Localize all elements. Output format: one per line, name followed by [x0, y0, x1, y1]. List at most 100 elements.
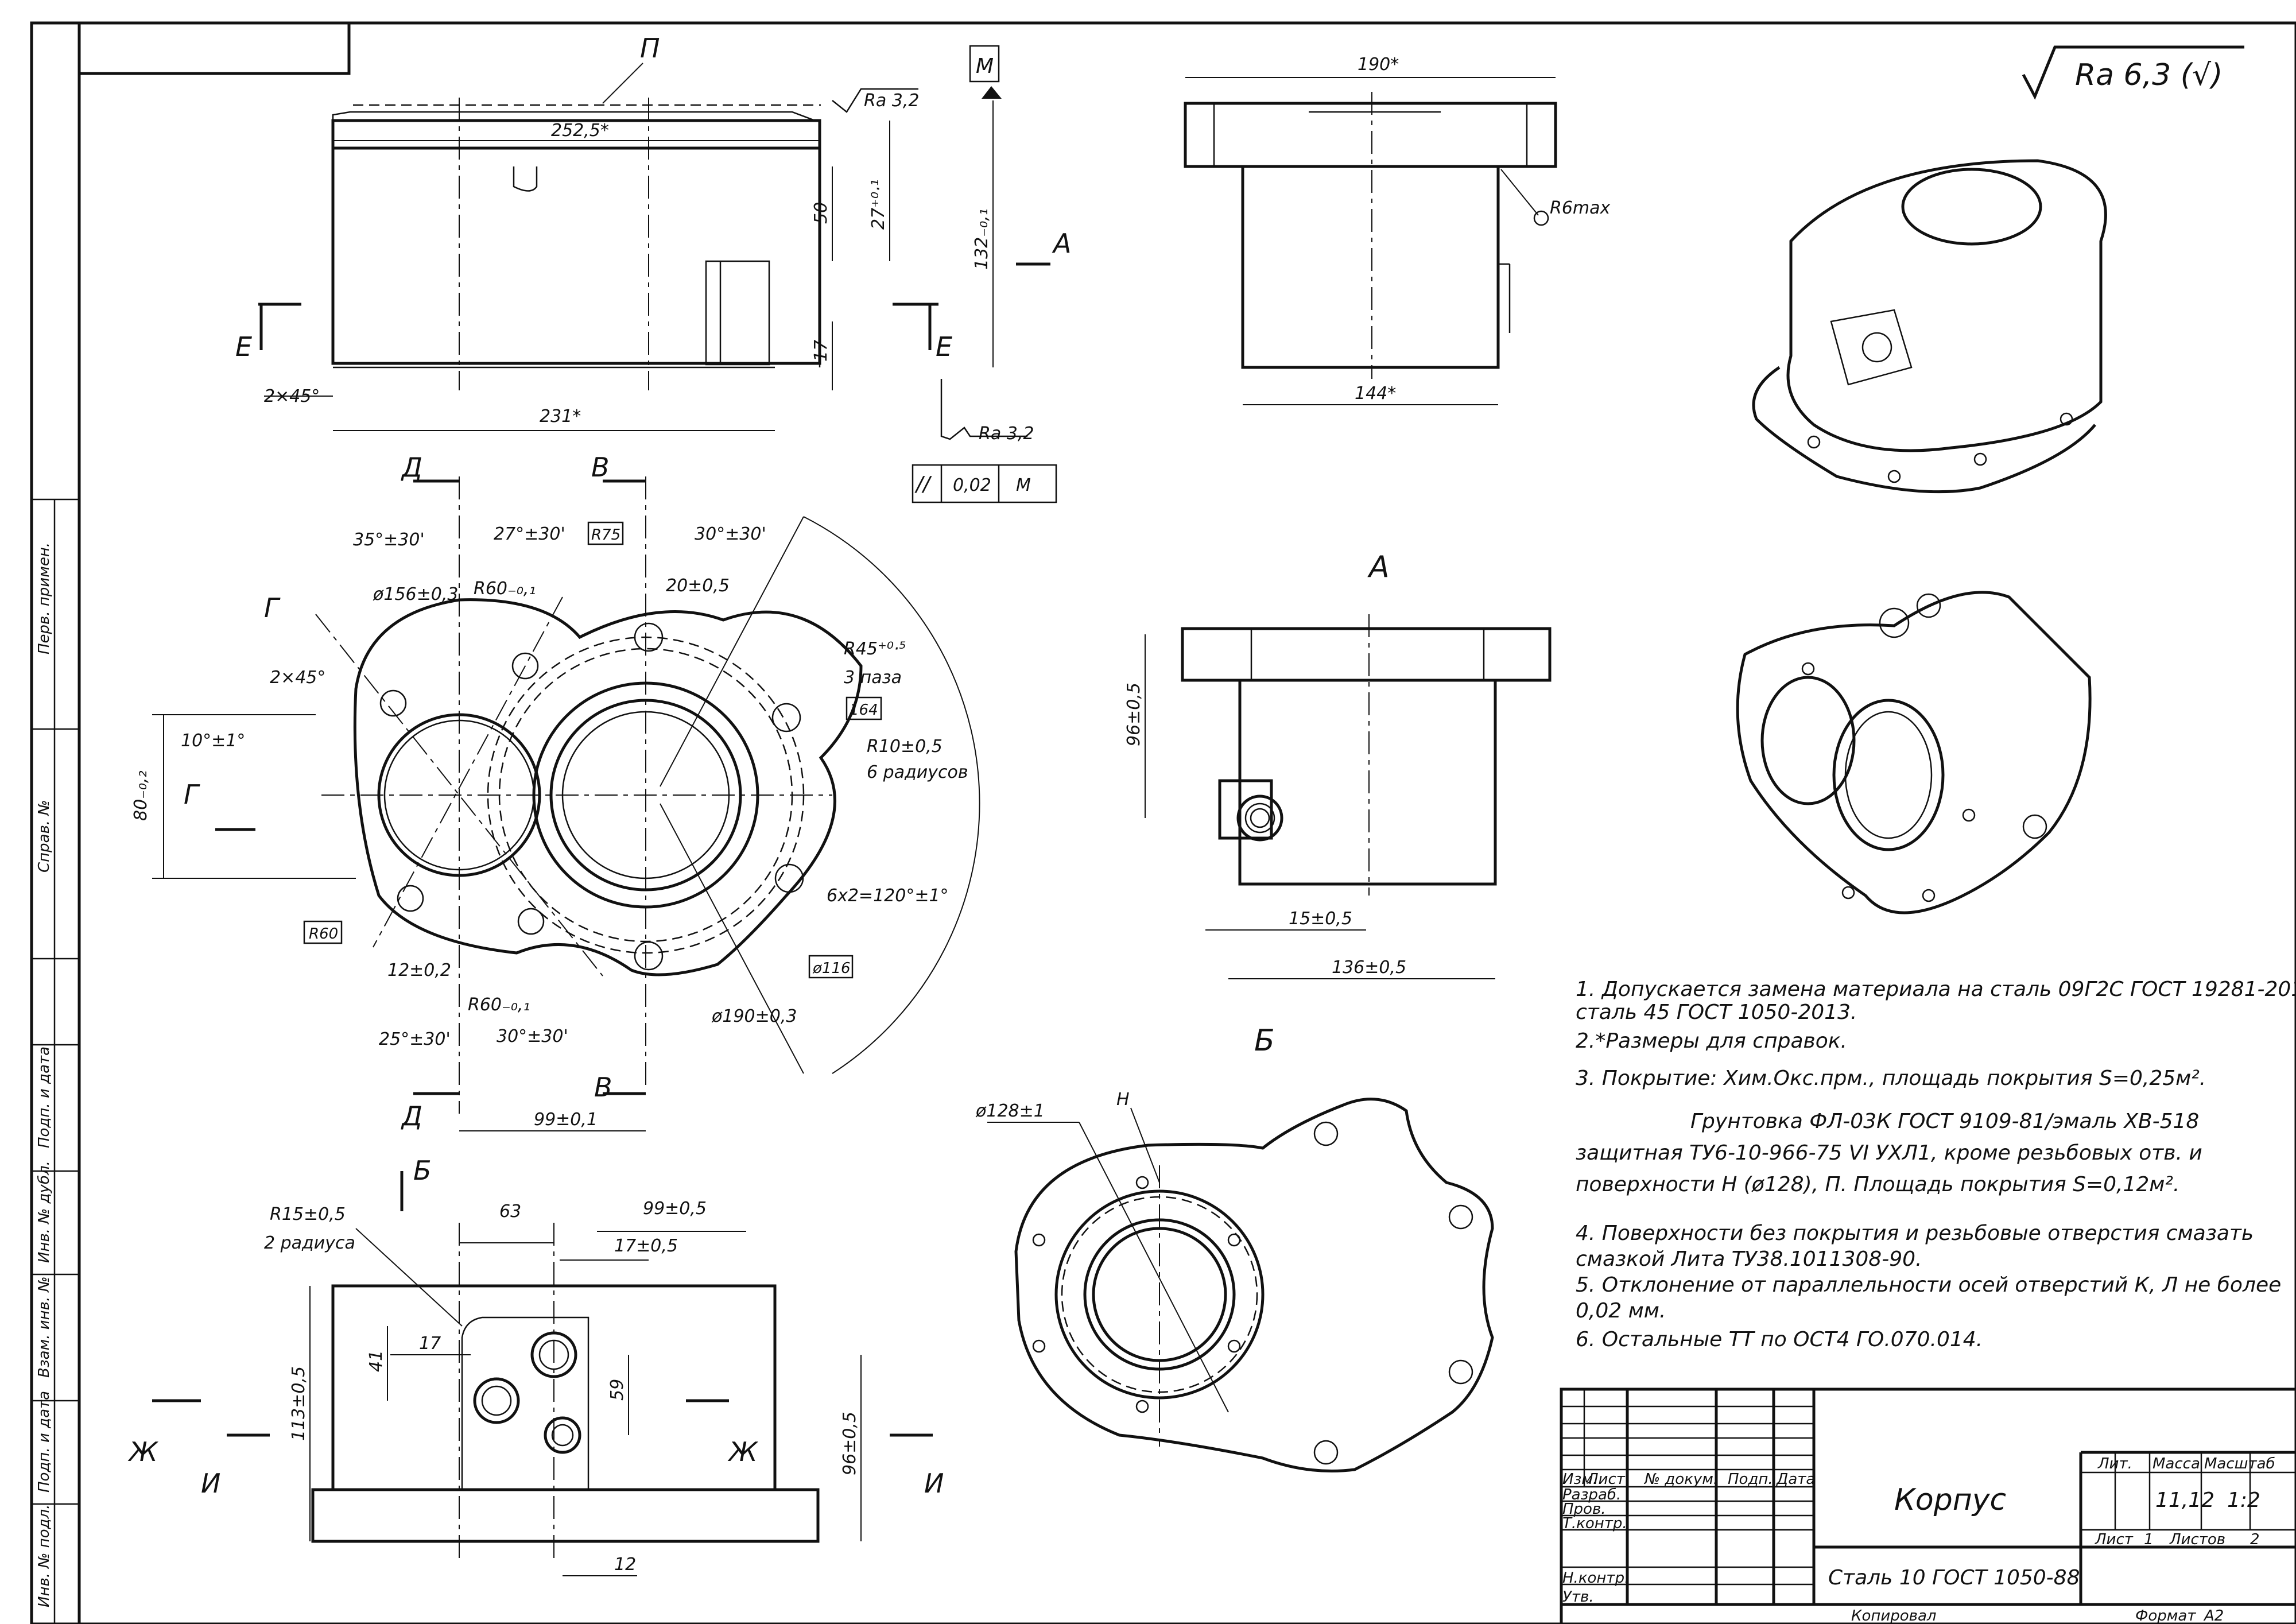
note-line-4: 3. Покрытие: Хим.Окс.прм., площадь покры… [1576, 1067, 2206, 1090]
title-format-label: Формат [2135, 1607, 2196, 1624]
tolerance-value: 0,02 [953, 475, 991, 495]
section-V-bottom: В [594, 1072, 612, 1103]
dim-12: 12±0,2 [387, 960, 451, 980]
title-sheet-label: Лист [2095, 1531, 2134, 1548]
title-doc: № докум. [1643, 1471, 1718, 1488]
outer-frame [30, 21, 2296, 1624]
title-block: Корпус Сталь 10 ГОСТ 1050-88 Лит. Масса … [1560, 1387, 2296, 1624]
note-line-2: сталь 45 ГОСТ 1050-2013. [1576, 1001, 1857, 1024]
title-mass-label: Масса [2152, 1455, 2200, 1472]
title-row-developer: Разраб. [1562, 1486, 1621, 1503]
note-line-3: 2.*Размеры для справок. [1576, 1029, 1847, 1053]
dim-41: 41 [366, 1350, 386, 1372]
dim-angle-35: 35°±30' [353, 530, 425, 550]
title-sheets-label: Листов [2169, 1531, 2225, 1548]
dim-r10-note: 6 радиусов [867, 762, 968, 782]
section-G-top: Г [264, 592, 281, 623]
section-E-left: Е [235, 331, 252, 362]
dim-27: 27⁺⁰·¹ [868, 179, 889, 230]
isometric-view-top [1752, 159, 2107, 494]
section-Zh-right: Ж [727, 1436, 759, 1467]
dim-r15: R15±0,5 [270, 1204, 346, 1224]
dim-20: 20±0,5 [666, 576, 730, 596]
title-lit: Лит. [2097, 1455, 2132, 1472]
title-mass: 11,12 [2155, 1489, 2214, 1512]
view-b: Б ø128±1 Н [975, 1024, 1494, 1472]
dim-r60-top: R60₋₀,₁ [474, 579, 536, 599]
inner-frame [77, 21, 2296, 1624]
general-roughness: Ra 6,3 (√) [2022, 45, 2244, 100]
dim-r45: R45⁺⁰·⁵ [844, 639, 906, 659]
section-E-right: Е [936, 331, 952, 362]
title-row-tcontrol: Т.контр. [1562, 1515, 1627, 1532]
box-d116: ø116 [812, 960, 851, 977]
stamp-sign-date-1: Подп. и дата [36, 1047, 53, 1148]
dim-96-bottom: 96±0,5 [840, 1412, 860, 1475]
dim-chamfer-front: 2×45° [264, 386, 320, 406]
dim-17: 17 [811, 340, 831, 362]
dim-r45-note: 3 паза [844, 668, 902, 688]
note-line-11: 0,02 мм. [1576, 1299, 1666, 1323]
note-line-1: 1. Допускается замена материала на сталь… [1576, 978, 2296, 1001]
dim-99-plan: 99±0,1 [534, 1110, 598, 1130]
dim-angle-27: 27°±30' [494, 524, 565, 544]
title-scale: 1:2 [2227, 1489, 2260, 1512]
box-164: 164 [850, 701, 878, 719]
section-I-right: И [924, 1468, 944, 1499]
front-view: 252,5* 231* 2×45° 50 27⁺⁰·¹ 132₋₀,₁ 17 Е… [235, 33, 1071, 503]
dim-144: 144* [1355, 383, 1396, 404]
stamp-first-use: Перв. примен. [36, 542, 53, 654]
title-sheets-no: 2 [2250, 1531, 2260, 1548]
title-list: Лист [1587, 1471, 1626, 1488]
dim-r10: R10±0,5 [867, 737, 943, 757]
dim-231: 231* [540, 406, 581, 427]
title-scale-label: Масштаб [2204, 1455, 2275, 1472]
roughness-general-text: Ra 6,3 (√) [2075, 58, 2223, 92]
dim-d190: ø190±0,3 [711, 1006, 797, 1026]
dim-12-bottom: 12 [614, 1555, 636, 1575]
view-b-title: Б [1254, 1024, 1275, 1058]
corner-box [77, 21, 351, 75]
side-stamp-column: Перв. примен. Справ. № Подп. и дата Инв.… [30, 498, 80, 1624]
surface-P-label: П [640, 33, 660, 64]
dim-113: 113±0,5 [289, 1366, 309, 1441]
note-line-5: Грунтовка ФЛ-03К ГОСТ 9109-81/эмаль ХВ-5… [1690, 1110, 2199, 1133]
dim-d128: ø128±1 [975, 1101, 1045, 1121]
section-V-top: В [591, 452, 610, 483]
dim-136: 136±0,5 [1332, 958, 1406, 978]
note-line-12: 6. Остальные ТТ по ОСТ4 ГО.070.014. [1576, 1328, 1983, 1351]
dim-59: 59 [607, 1379, 627, 1401]
roughness-bottom: Ra 3,2 [979, 424, 1034, 444]
title-format-value: А2 [2203, 1607, 2224, 1624]
dim-chamfer-plan: 2×45° [270, 668, 325, 688]
dim-r6max: R6max [1550, 198, 1611, 218]
dim-15: 15±0,5 [1289, 909, 1352, 929]
dim-17-05: 17±0,5 [614, 1236, 678, 1256]
dim-132: 132₋₀,₁ [972, 208, 992, 270]
dim-99-bottom: 99±0,5 [643, 1199, 707, 1219]
roughness-top: Ra 3,2 [864, 91, 919, 111]
dim-190: 190* [1358, 55, 1399, 75]
dim-50: 50 [811, 202, 831, 224]
title-name: Корпус [1894, 1483, 2006, 1517]
side-view: 190* 144* R6max [1184, 55, 1611, 405]
tolerance-symbol: // [914, 472, 932, 496]
datum-M: М [976, 55, 994, 78]
dim-angle-10: 10°±1° [181, 731, 245, 751]
title-izm: Изм. [1562, 1471, 1597, 1488]
title-row-ncontrol: Н.контр. [1562, 1569, 1629, 1587]
dim-17: 17 [419, 1334, 441, 1354]
note-line-6: защитная ТУ6-10-966-75 VI УХЛ1, кроме ре… [1576, 1141, 2202, 1165]
view-arrow-A: А [1052, 228, 1071, 259]
section-I-left: И [201, 1468, 220, 1499]
section-Zh-left: Ж [127, 1436, 159, 1467]
tolerance-datum: М [1016, 475, 1031, 495]
note-line-9: смазкой Лита ТУ38.1011308-90. [1576, 1247, 1922, 1271]
dim-96-view-a: 96±0,5 [1124, 683, 1144, 746]
stamp-orig-no: Инв. № подл. [36, 1505, 53, 1607]
dim-r15-note: 2 радиуса [264, 1233, 355, 1253]
dim-angle-30-bottom: 30°±30' [497, 1026, 568, 1047]
title-copied: Копировал [1851, 1607, 1937, 1624]
note-line-8: 4. Поверхности без покрытия и резьбовые … [1576, 1222, 2254, 1245]
